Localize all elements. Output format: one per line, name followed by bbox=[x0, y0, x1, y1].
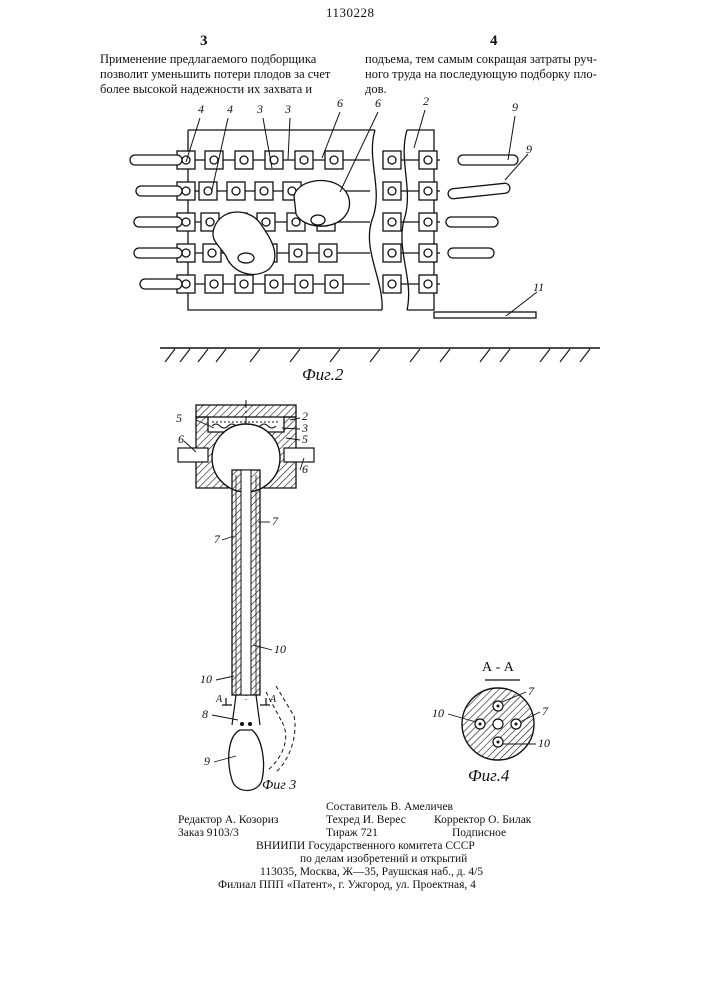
colophon-techred: Техред И. Верес bbox=[326, 814, 406, 828]
colophon-org: ВНИИПИ Государственного комитета СССР bbox=[256, 840, 475, 854]
colophon-branch: Филиал ППП «Патент», г. Ужгород, ул. Про… bbox=[218, 879, 476, 893]
fig4-label-10: 10 bbox=[538, 736, 550, 751]
colophon-address: 113035, Москва, Ж—35, Раушская наб., д. … bbox=[260, 866, 483, 880]
colophon-order: Заказ 9103/3 bbox=[178, 827, 239, 841]
fig4-label-10: 10 bbox=[432, 706, 444, 721]
colophon-org-dept: по делам изобретений и открытий bbox=[300, 853, 467, 867]
fig4-section-label: А - А bbox=[482, 660, 514, 676]
fig4-label-7: 7 bbox=[528, 684, 534, 699]
fig4-caption: Фиг.4 bbox=[468, 766, 509, 786]
colophon-corrector: Корректор О. Билак bbox=[434, 814, 531, 828]
colophon-editor: Редактор А. Козориз bbox=[178, 814, 278, 828]
colophon-circulation: Тираж 721 bbox=[326, 827, 378, 841]
fig4-label-7: 7 bbox=[542, 704, 548, 719]
colophon-subscription: Подписное bbox=[452, 827, 506, 841]
colophon-compiler: Составитель В. Амеличев bbox=[326, 801, 453, 815]
